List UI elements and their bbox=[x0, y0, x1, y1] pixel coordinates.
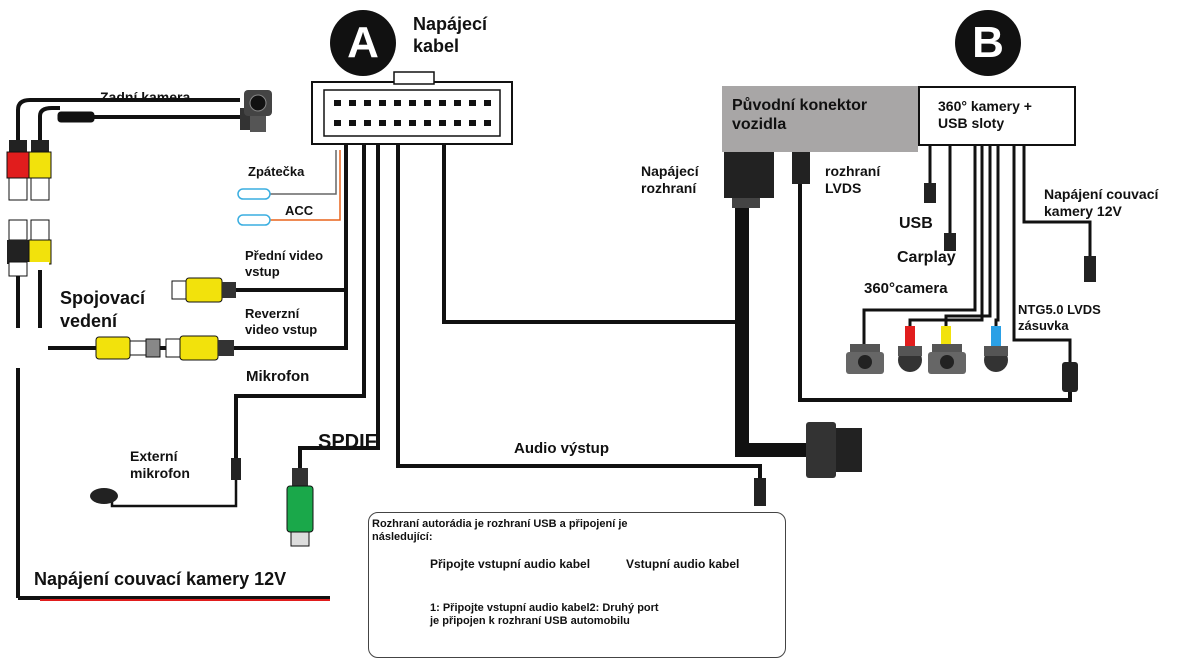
power-12v-right-jack-icon bbox=[1084, 256, 1096, 282]
original-connector-box bbox=[722, 86, 918, 152]
connector-a-cables bbox=[48, 144, 762, 480]
acc-wire-end bbox=[237, 214, 271, 226]
power-interface-plug bbox=[724, 148, 774, 198]
label-napajeci-kabel: Napájecí kabel bbox=[413, 14, 488, 56]
connector-pin bbox=[364, 120, 371, 126]
connector-pin bbox=[379, 120, 386, 126]
connector-a-pins bbox=[334, 100, 491, 126]
connector-pin bbox=[484, 120, 491, 126]
connector-pin bbox=[454, 100, 461, 106]
label-360camera: 360°camera bbox=[864, 280, 948, 297]
connector-a bbox=[311, 71, 513, 145]
connector-pin bbox=[394, 100, 401, 106]
camera-360-1-icon bbox=[846, 344, 884, 374]
microphone-icon bbox=[90, 458, 241, 508]
reverse-video-rca-icon bbox=[165, 335, 234, 361]
rca-plug-black-bottom bbox=[7, 219, 29, 264]
panel-connect-input: Připojte vstupní audio kabel bbox=[430, 557, 591, 571]
connector-pin bbox=[364, 100, 371, 106]
connector-pin bbox=[379, 100, 386, 106]
label-usb: USB bbox=[899, 215, 933, 232]
label-predni-video: Přední video vstup bbox=[245, 248, 324, 279]
label-kamery-usb: 360° kamery + USB sloty bbox=[938, 98, 1032, 131]
camera-usb-box bbox=[918, 86, 1076, 146]
label-zadni-kamera: Zadní kamera bbox=[100, 89, 191, 105]
label-napajeni-12v-left: Napájení couvací kamery 12V bbox=[34, 569, 287, 589]
connector-pin bbox=[454, 120, 461, 126]
ntg-socket-icon bbox=[1062, 362, 1078, 392]
label-acc: ACC bbox=[285, 203, 314, 218]
audio-out-jack-icon bbox=[754, 478, 766, 506]
label-napajeci-rozhrani: Napájecí rozhraní bbox=[641, 163, 699, 196]
vehicle-connector-plug bbox=[806, 422, 862, 478]
panel-input-cable: Vstupní audio kabel bbox=[626, 557, 740, 571]
rca-plug-red-top bbox=[6, 140, 30, 201]
rear-camera-icon bbox=[240, 90, 272, 132]
label-audio-vystup: Audio výstup bbox=[514, 440, 610, 457]
label-externi-mikrofon: Externí mikrofon bbox=[130, 448, 190, 481]
rca-bundle bbox=[16, 98, 330, 600]
label-reverzni-video: Reverzní video vstup bbox=[245, 306, 318, 337]
connector-pin bbox=[334, 100, 341, 106]
connector-pin bbox=[409, 100, 416, 106]
connector-pin bbox=[334, 120, 341, 126]
zpatecka-wire-end bbox=[237, 188, 271, 200]
connector-pin bbox=[424, 100, 431, 106]
connector-pin bbox=[349, 100, 356, 106]
label-zpatecka: Zpátečka bbox=[248, 164, 305, 179]
panel-usb-tag: USB bbox=[395, 596, 419, 608]
lvds-plug bbox=[792, 148, 810, 184]
panel-intro: Rozhraní autorádia je rozhraní USB a při… bbox=[372, 518, 628, 544]
label-carplay: Carplay bbox=[897, 249, 956, 266]
label-rozhrani-lvds: rozhraní LVDS bbox=[825, 163, 881, 196]
connector-pin bbox=[394, 120, 401, 126]
camera-360-3-icon bbox=[928, 326, 966, 374]
connector-pin bbox=[484, 100, 491, 106]
connector-pin bbox=[349, 120, 356, 126]
front-video-rca-icon bbox=[171, 277, 236, 303]
link-rca-icon bbox=[95, 336, 161, 360]
carplay-plug-icon bbox=[944, 233, 956, 251]
connector-pin bbox=[439, 120, 446, 126]
badge-b: B bbox=[955, 10, 1021, 76]
camera-360-4-icon bbox=[984, 326, 1008, 372]
label-puvodni-konektor: Původní konektor vozidla bbox=[732, 97, 868, 134]
connector-pin bbox=[469, 100, 476, 106]
camera-360-2-icon bbox=[898, 326, 922, 372]
connector-pin bbox=[424, 120, 431, 126]
label-spojovaci: Spojovací vedení bbox=[60, 288, 146, 332]
connector-pin bbox=[469, 120, 476, 126]
usb-plug-icon bbox=[924, 183, 936, 203]
rca-plug-yellow-top bbox=[28, 140, 52, 201]
spdif-connector-icon bbox=[286, 468, 314, 547]
label-napajeni-12v-right: Napájení couvací kamery 12V bbox=[1044, 186, 1159, 219]
label-mikrofon: Mikrofon bbox=[246, 368, 310, 385]
label-spdif: SPDIF bbox=[318, 431, 377, 453]
badge-a: A bbox=[330, 10, 396, 76]
rca-plug-yellow-bottom bbox=[28, 219, 52, 265]
panel-note: 1: Připojte vstupní audio kabel2: Druhý … bbox=[430, 602, 659, 628]
connector-pin bbox=[409, 120, 416, 126]
connector-pin bbox=[439, 100, 446, 106]
label-ntg-zasuvka: NTG5.0 LVDS zásuvka bbox=[1018, 302, 1101, 333]
